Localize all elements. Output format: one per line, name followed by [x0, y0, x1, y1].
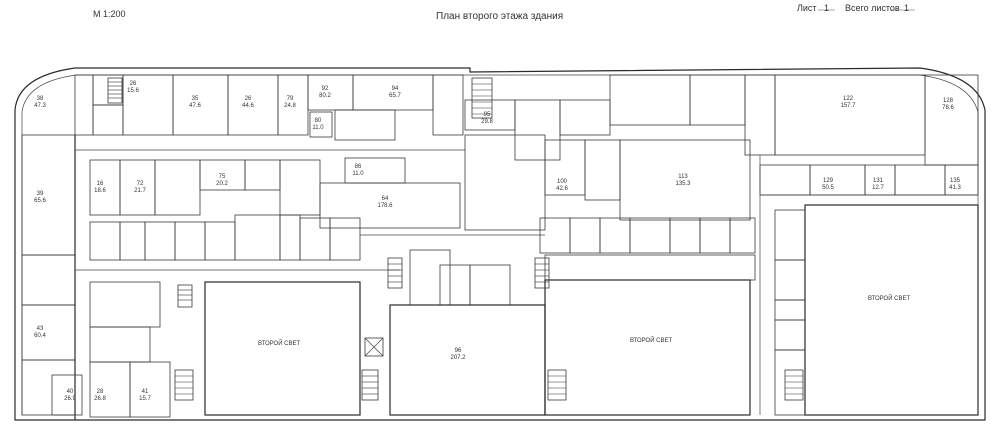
- stair-bottom-center: [361, 369, 379, 401]
- room-area: 20.2: [216, 181, 228, 187]
- room-area: 80.2: [319, 93, 331, 99]
- room-area: 26.8: [94, 396, 106, 402]
- zone-label-right: ВТОРОЙ СВЕТ: [868, 294, 911, 302]
- sheet-label: Лист: [797, 3, 817, 13]
- room-number: 41: [142, 389, 149, 395]
- room-number: 94: [392, 86, 399, 92]
- room-area: 11.0: [352, 171, 364, 177]
- right-rooms: [759, 74, 979, 416]
- room-number: 35: [192, 96, 199, 102]
- room-area: 65.6: [34, 198, 46, 204]
- stair-mid: [387, 257, 403, 289]
- room-area: 178.6: [377, 203, 393, 209]
- left-rooms: [21, 134, 361, 420]
- room-number: 39: [37, 191, 44, 197]
- room-number: 96: [455, 348, 462, 354]
- room-area: 26.9: [64, 396, 76, 402]
- room-area: 21.7: [134, 188, 146, 194]
- center-open-zone: [389, 304, 546, 416]
- room-number: 122: [843, 96, 854, 102]
- room-area: 29.8: [481, 119, 493, 125]
- room-number: 92: [322, 86, 329, 92]
- stair-mid-right: [534, 257, 550, 289]
- room-area: 41.3: [949, 185, 961, 191]
- right-open-zone: [804, 204, 979, 416]
- room-number: 86: [355, 164, 362, 170]
- room-number: 79: [287, 96, 294, 102]
- right-center-open-zone: [544, 279, 751, 416]
- room-number: 131: [873, 178, 884, 184]
- room-number: 113: [678, 174, 688, 180]
- left-open-zone: [204, 281, 361, 416]
- stair-top-left: [107, 77, 123, 104]
- room-area: 12.7: [872, 185, 884, 191]
- room-number: 129: [823, 178, 834, 184]
- room-area: 42.6: [556, 186, 568, 192]
- room-number: 64: [382, 196, 389, 202]
- room-number: 28: [97, 389, 104, 395]
- room-area: 78.6: [942, 105, 954, 111]
- room-area: 24.8: [284, 103, 296, 109]
- stair-right: [784, 369, 804, 401]
- stair-top-center: [471, 77, 493, 119]
- room-labels: 3847.33965.62615.63547.62644.67924.89280…: [34, 81, 961, 402]
- room-area: 47.3: [34, 103, 46, 109]
- room-number: 40: [67, 389, 74, 395]
- room-area: 60.4: [34, 333, 46, 339]
- room-area: 11.0: [312, 125, 324, 131]
- room-number: 80: [315, 118, 322, 124]
- room-area: 15.6: [127, 88, 139, 94]
- plan-title: План второго этажа здания: [436, 11, 564, 22]
- room-number: 38: [37, 96, 44, 102]
- room-area: 135.3: [675, 181, 691, 187]
- sheets-total-value: 1: [904, 3, 910, 13]
- top-rooms: [74, 74, 464, 141]
- room-number: 16: [97, 181, 104, 187]
- room-area: 47.6: [189, 103, 201, 109]
- zone-label-left: ВТОРОЙ СВЕТ: [258, 339, 301, 347]
- room-number: 26: [130, 81, 137, 87]
- room-area: 18.6: [94, 188, 106, 194]
- room-area: 65.7: [389, 93, 401, 99]
- room-number: 95: [484, 112, 491, 118]
- zone-label-center: ВТОРОЙ СВЕТ: [630, 336, 673, 344]
- room-area: 44.6: [242, 103, 254, 109]
- room-number: 100: [557, 179, 568, 185]
- sheet-value: 1: [824, 3, 830, 13]
- building-outline: [14, 67, 986, 421]
- scale-label: М 1:200: [93, 9, 126, 19]
- room-number: 128: [943, 98, 954, 104]
- sheets-total-label: Всего листов: [845, 3, 900, 13]
- room-number: 72: [137, 181, 144, 187]
- room-number: 43: [37, 326, 44, 332]
- stair-bottom-right: [547, 369, 567, 401]
- room-number: 75: [219, 174, 226, 180]
- room-number: 135: [950, 178, 961, 184]
- stair-bottom-left: [174, 369, 194, 401]
- room-area: 207.2: [450, 355, 466, 361]
- stair-left-wing: [177, 284, 193, 308]
- room-area: 157.7: [840, 103, 856, 109]
- central-rooms: [319, 74, 776, 306]
- room-area: 50.5: [822, 185, 834, 191]
- room-number: 26: [245, 96, 252, 102]
- room-area: 15.7: [139, 396, 151, 402]
